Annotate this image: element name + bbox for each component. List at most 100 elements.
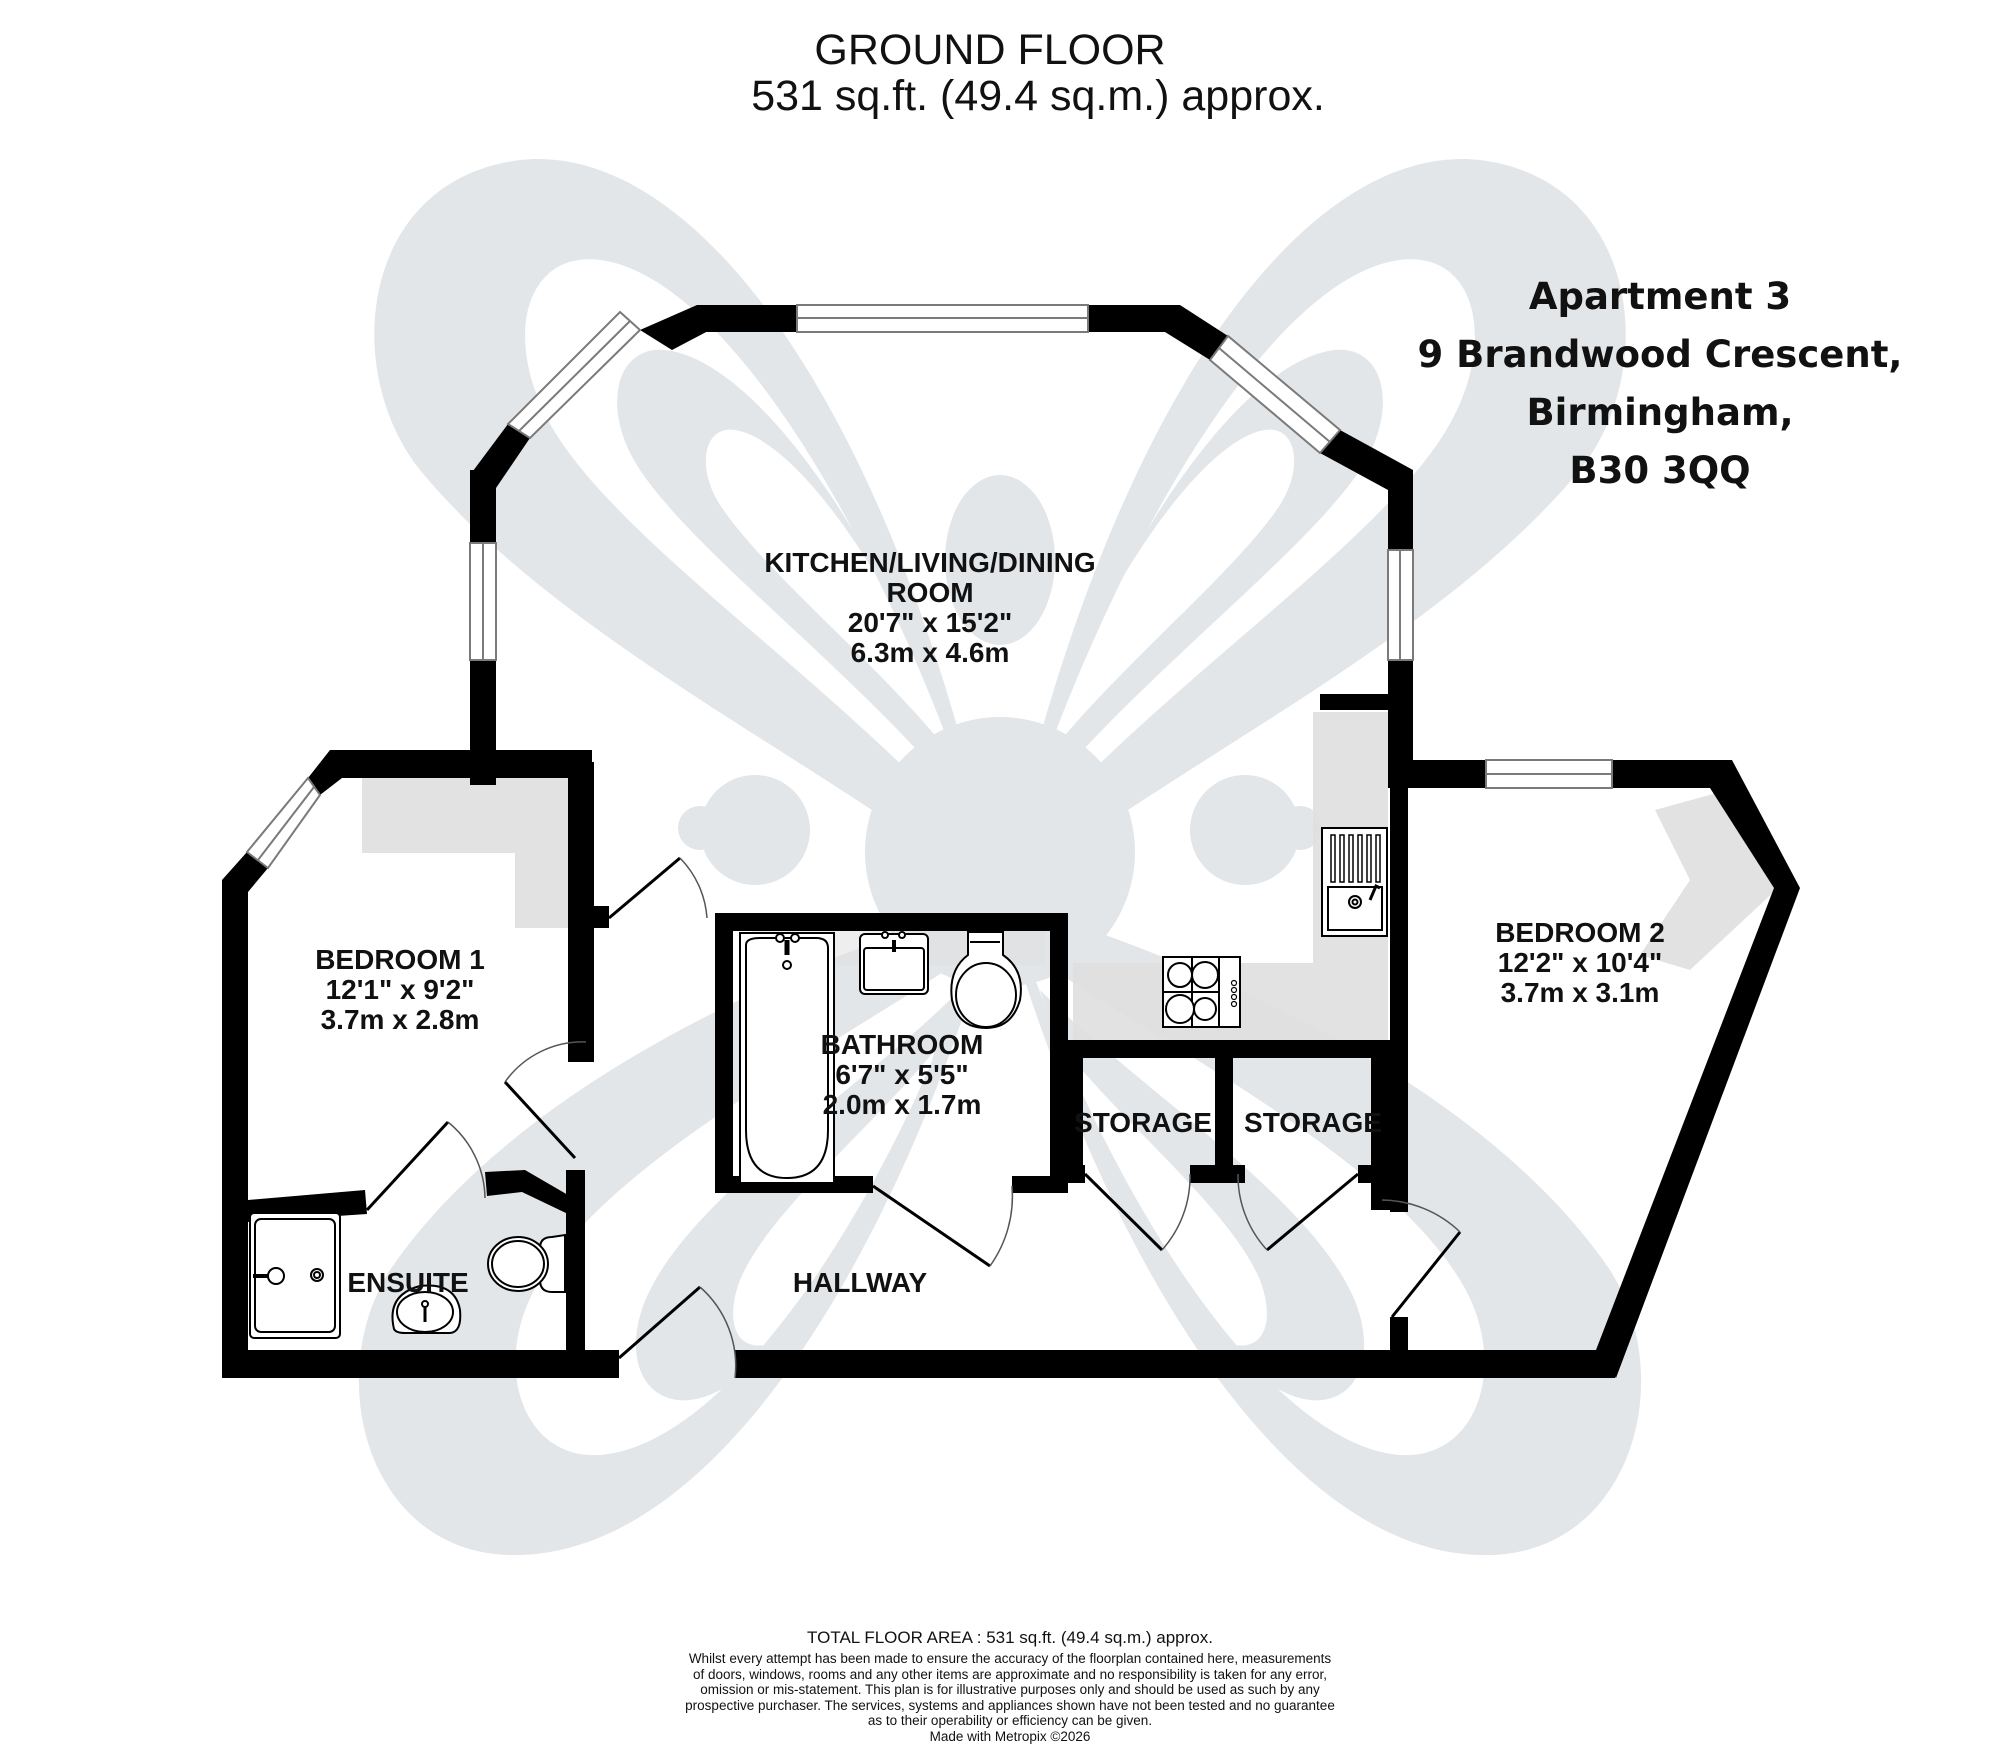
storage1-left-stub <box>1053 1165 1085 1183</box>
kitchen-right-wall-upper <box>1388 470 1413 550</box>
disclaimer: Whilst every attempt has been made to en… <box>600 1651 1420 1745</box>
bedroom1-top-wall <box>330 750 592 778</box>
watermark-petal-lower-left-inner <box>635 990 960 1401</box>
bedroom1-left-wall <box>222 880 248 1378</box>
room-dimensions-imperial: 12'2" x 10'4" <box>1497 947 1663 978</box>
kitchen-sink-icon <box>1321 827 1388 937</box>
bedroom2-top-wall-left <box>1390 760 1486 788</box>
bedroom1-door-stop <box>594 906 609 928</box>
bath-icon <box>739 932 835 1184</box>
bedroom2-east-diagonal <box>1596 888 1800 1378</box>
hallway-bottom-wall <box>735 1350 1615 1378</box>
hallway-bottom-wall-left <box>605 1350 619 1378</box>
bathroom-left-wall <box>715 913 733 1190</box>
kitchen-nw-corner-upper <box>640 305 710 350</box>
room-dimensions-imperial: 20'7" x 15'2" <box>847 607 1013 638</box>
room-name-cont: ROOM <box>886 577 974 608</box>
bedroom1-door <box>503 1041 587 1160</box>
front-door <box>618 1285 737 1379</box>
kitchen-ne-corner-upper <box>1165 305 1228 360</box>
room-name: KITCHEN/LIVING/DINING <box>764 547 1096 578</box>
room-dimensions-imperial: 12'1" x 9'2" <box>325 974 475 1005</box>
disclaimer-line: prospective purchaser. The services, sys… <box>685 1697 1335 1713</box>
bedroom1-right-wall-upper <box>568 762 594 1062</box>
bedroom1-nw-corner-upper <box>308 750 342 795</box>
bedroom1-nw-window <box>245 776 322 870</box>
room-dimensions-imperial: 6'7" x 5'5" <box>835 1059 969 1090</box>
windows <box>245 304 1613 870</box>
ensuite-door <box>365 1120 486 1212</box>
watermark-petal-upper-left <box>374 158 1000 900</box>
watermark-dot-far-right <box>1278 806 1322 850</box>
room-label-bedroom2: BEDROOM 2 12'2" x 10'4" 3.7m x 3.1m <box>1450 918 1710 1008</box>
ensuite-right-wall <box>566 1170 585 1355</box>
watermark-dot-right <box>1190 775 1300 885</box>
room-name: BEDROOM 1 <box>315 944 485 975</box>
kitchen-top-wall-right <box>1088 305 1180 332</box>
storage2-door <box>1237 1172 1359 1252</box>
disclaimer-line: of doors, windows, rooms and any other i… <box>692 1666 1328 1682</box>
ensuite-bottom-wall <box>222 1350 619 1378</box>
fixtures <box>249 827 1388 1339</box>
room-dimensions-metric: 3.7m x 2.8m <box>320 1004 480 1035</box>
watermark-dot-far-left <box>678 806 722 850</box>
room-label-storage-1: STORAGE <box>1074 1107 1212 1138</box>
floor-area-heading: 531 sq.ft. (49.4 sq.m.) approx. <box>751 72 1325 120</box>
room-name: BATHROOM <box>820 1029 984 1060</box>
storage1-door <box>1083 1172 1191 1252</box>
bedroom2-top-window <box>1485 759 1613 789</box>
total-floor-area: TOTAL FLOOR AREA : 531 sq.ft. (49.4 sq.m… <box>807 1628 1213 1647</box>
address-line-city: Birmingham, <box>1526 391 1794 434</box>
room-label-hallway: HALLWAY <box>792 1267 928 1298</box>
disclaimer-line: Whilst every attempt has been made to en… <box>688 1651 1332 1666</box>
room-dimensions-metric: 6.3m x 4.6m <box>850 637 1010 668</box>
ensuite-shower-icon <box>249 1212 341 1339</box>
kitchen-ne-window <box>1208 334 1342 455</box>
kitchen-right-window <box>1387 549 1414 661</box>
room-label-ensuite: ENSUITE <box>347 1267 469 1298</box>
disclaimer-line: as to their operability or efficiency ca… <box>867 1713 1153 1729</box>
watermark-dot-top <box>945 475 1055 645</box>
kitchen-hob-icon <box>1162 956 1241 1028</box>
bedroom2-top-wall-right <box>1612 760 1732 788</box>
bathroom-right-wall <box>1050 913 1068 1190</box>
property-address: Apartment 3 9 Brandwood Crescent, Birmin… <box>1380 268 1940 500</box>
room-label-bedroom1: BEDROOM 1 12'1" x 9'2" 3.7m x 2.8m <box>280 945 520 1035</box>
address-line-apartment: Apartment 3 <box>1528 275 1792 318</box>
address-line-postcode: B30 3QQ <box>1569 449 1751 492</box>
kitchen-nw-corner-lower <box>470 424 530 488</box>
watermark-dot-left <box>700 775 810 885</box>
kitchen-nw-window <box>506 310 642 440</box>
disclaimer-line: omission or mis-statement. This plan is … <box>700 1682 1320 1698</box>
storage1-left-wall <box>1065 1040 1083 1180</box>
ensuite-basin-icon <box>391 1284 462 1334</box>
bedroom2-door-stop <box>1390 1317 1408 1350</box>
bedroom2-left-wall <box>1390 760 1408 1212</box>
kitchen-top-window <box>796 304 1089 333</box>
kitchen-hall-door <box>608 856 708 920</box>
bathroom-top-wall <box>715 913 1067 931</box>
bathroom-basin-icon <box>859 931 929 995</box>
walls <box>222 305 1800 1378</box>
bathroom-door <box>872 1184 1014 1268</box>
room-name: BEDROOM 2 <box>1495 917 1665 948</box>
storage-divider <box>1215 1040 1233 1183</box>
watermark-petal-upper-right <box>1000 158 1626 900</box>
room-dimensions-metric: 3.7m x 3.1m <box>1500 977 1660 1008</box>
watermark-petal-upper-right-inner <box>1015 349 1383 830</box>
bathroom-toilet-icon <box>950 931 1022 1030</box>
watermark-petal-lower-right-inner <box>1040 990 1365 1401</box>
bedroom2-ne-diagonal <box>1710 760 1800 888</box>
ensuite-toilet-icon <box>487 1233 566 1293</box>
bedroom2-door <box>1381 1199 1462 1318</box>
doors <box>365 856 1462 1379</box>
room-label-storage-2: STORAGE <box>1244 1107 1382 1138</box>
storage2-right-wall <box>1371 1040 1390 1210</box>
ensuite-angled-wall <box>485 1170 568 1214</box>
floor-title: GROUND FLOOR <box>814 26 1166 74</box>
kitchen-right-stub <box>1320 694 1388 710</box>
watermark-petal-upper-left-inner <box>617 349 985 830</box>
room-label-bathroom: BATHROOM 6'7" x 5'5" 2.0m x 1.7m <box>782 1030 1022 1120</box>
bedroom1-wardrobe <box>362 778 570 928</box>
